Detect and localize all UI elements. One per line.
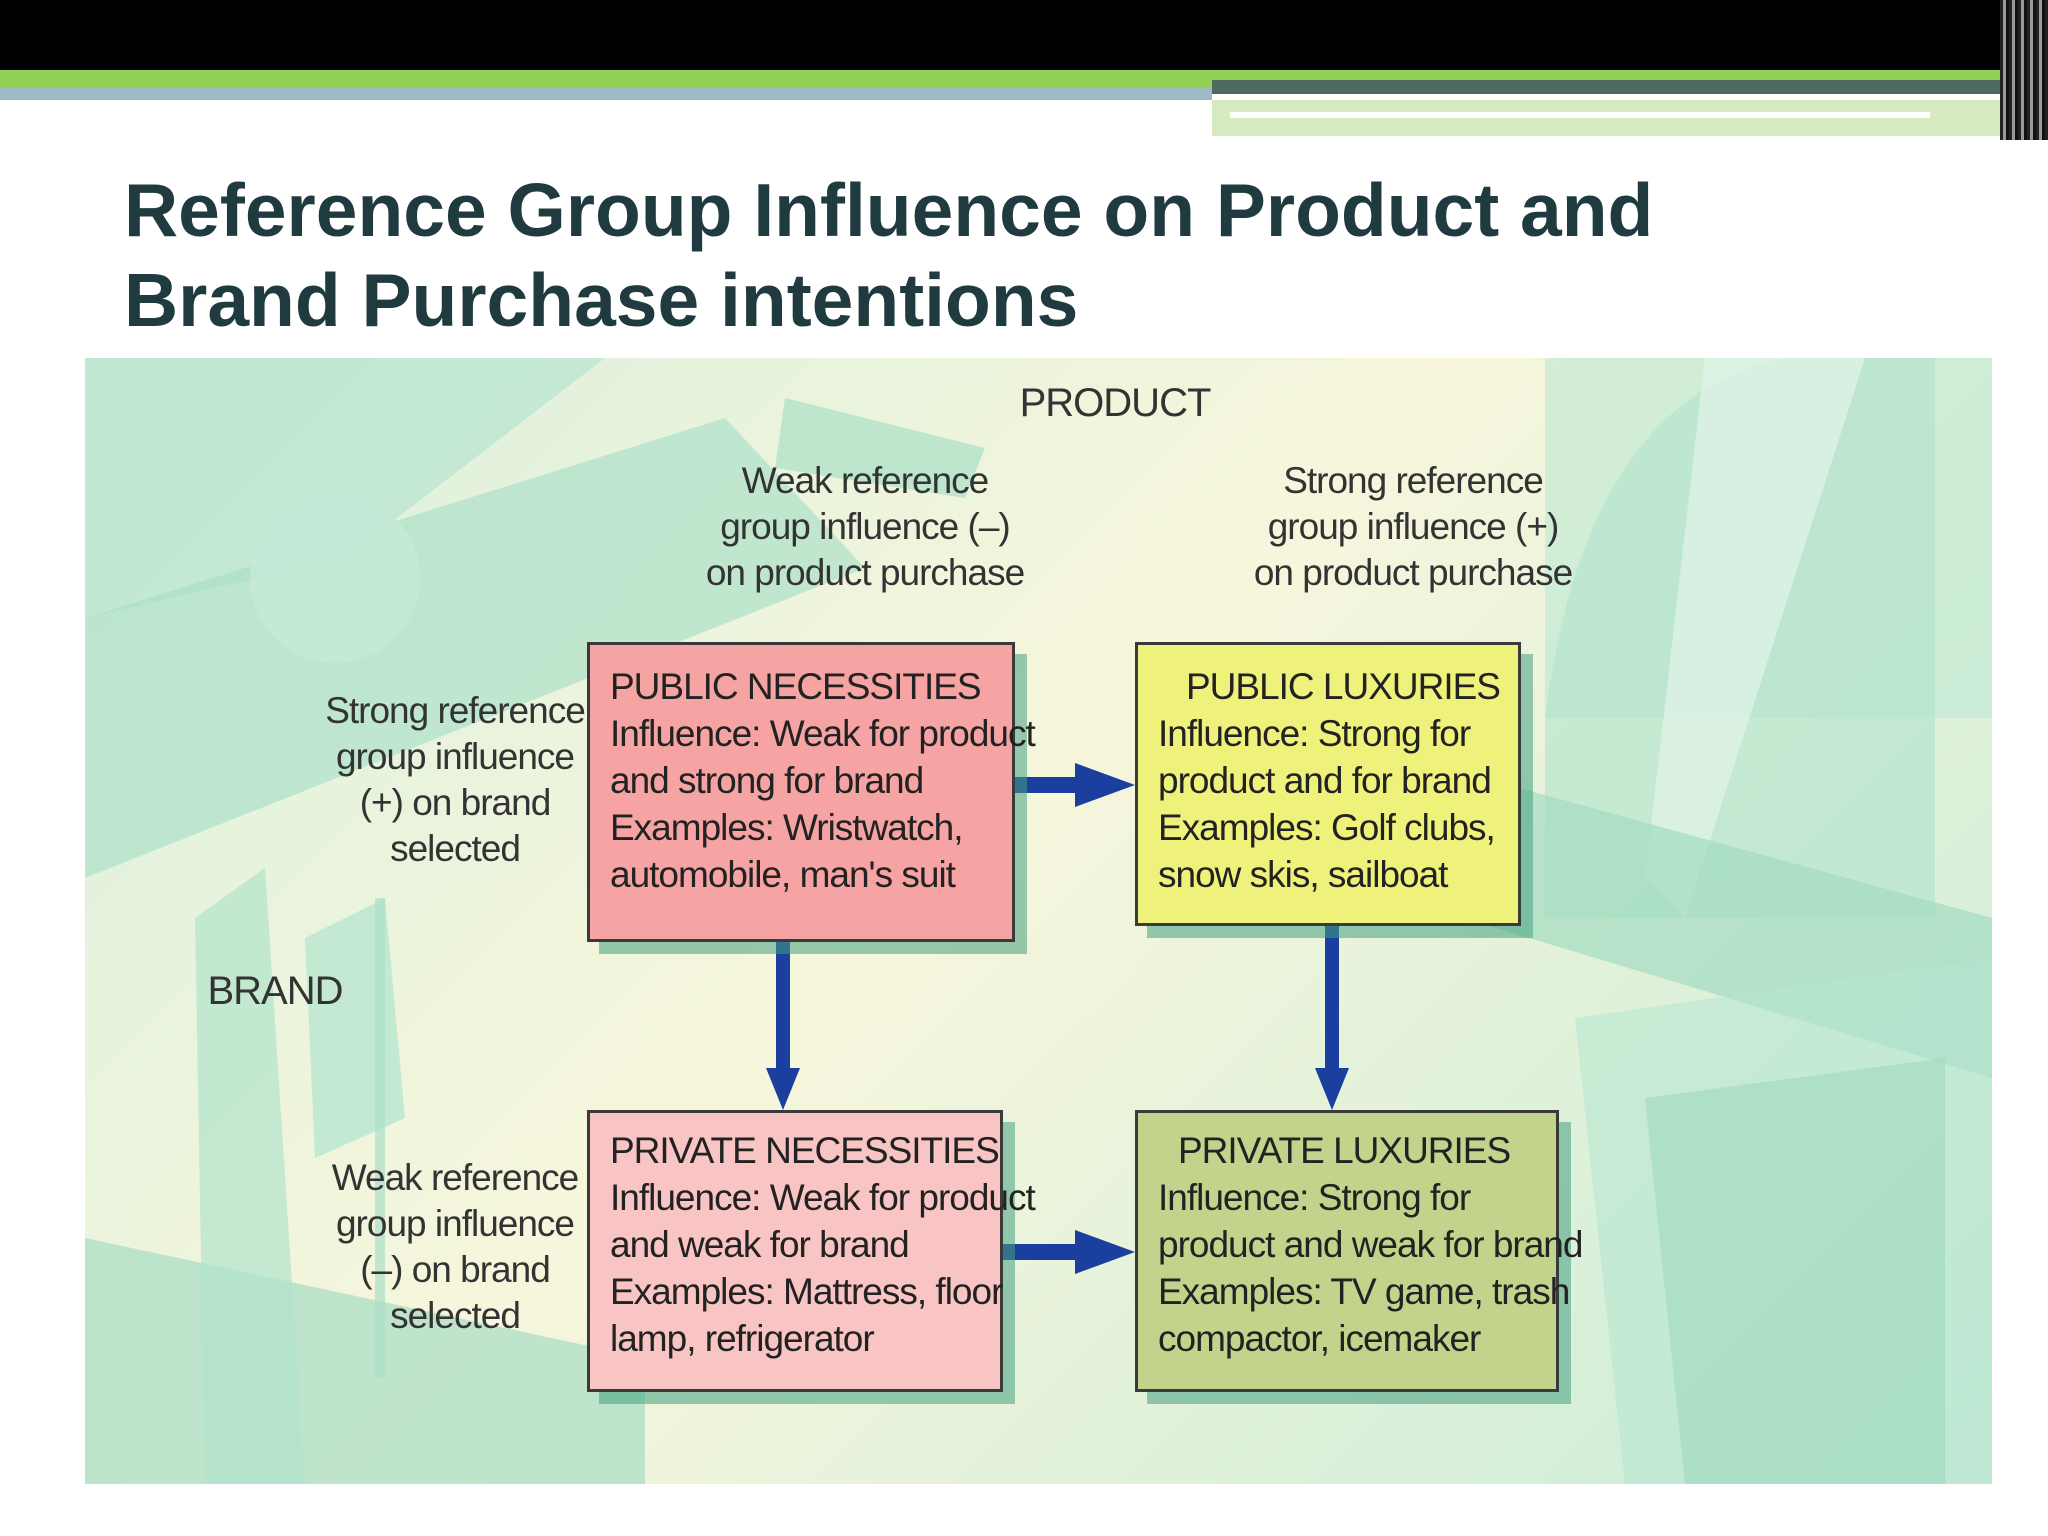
public-luxuries-line-4: snow skis, sailboat <box>1158 854 1448 895</box>
slide-title-line-2: Brand Purchase intentions <box>124 258 1079 342</box>
weak-brand-line-2: group influence <box>335 1203 575 1244</box>
private-luxuries-line-3: Examples: TV game, trash <box>1158 1271 1570 1312</box>
public-luxuries-line-3: Examples: Golf clubs, <box>1158 807 1496 848</box>
weak-brand-influence-label: Weak reference group influence (–) on br… <box>310 1155 600 1339</box>
public-necessities-line-4: automobile, man's suit <box>610 854 956 895</box>
private-luxuries-line-1: Influence: Strong for <box>1158 1177 1471 1218</box>
private-luxuries-title: PRIVATE LUXURIES <box>1178 1130 1511 1171</box>
public-luxuries-line-2: product and for brand <box>1158 760 1492 801</box>
strong-brand-line-4: selected <box>390 828 521 869</box>
strong-brand-line-1: Strong reference <box>325 690 586 731</box>
public-necessities-line-3: Examples: Wristwatch, <box>610 807 964 848</box>
weak-product-line-3: on product purchase <box>705 552 1025 593</box>
slide-title: Reference Group Influence on Product and… <box>124 165 1824 345</box>
top-banner-accent-dark <box>1212 80 2012 94</box>
public-luxuries-title: PUBLIC LUXURIES <box>1186 666 1501 707</box>
weak-product-line-1: Weak reference <box>741 460 990 501</box>
top-banner-blue-stripe <box>0 88 1212 100</box>
private-necessities-line-1: Influence: Weak for product <box>610 1177 1036 1218</box>
public-luxuries-box: PUBLIC LUXURIES Influence: Strong for pr… <box>1135 642 1521 926</box>
top-banner-accent-light <box>1212 100 2012 136</box>
top-banner-accent-line <box>1230 112 1930 118</box>
diagram-background-art <box>85 358 1992 1484</box>
diagram-figure: PRODUCT Weak reference group influence (… <box>85 358 1992 1484</box>
strong-product-line-1: Strong reference <box>1283 460 1544 501</box>
strong-brand-line-2: group influence <box>335 736 575 777</box>
weak-brand-line-3: (–) on brand <box>360 1249 551 1290</box>
strong-brand-line-3: (+) on brand <box>359 782 552 823</box>
private-luxuries-line-2: product and weak for brand <box>1158 1224 1583 1265</box>
private-necessities-box: PRIVATE NECESSITIES Influence: Weak for … <box>587 1110 1036 1392</box>
private-luxuries-line-4: compactor, icemaker <box>1158 1318 1481 1359</box>
weak-brand-line-4: selected <box>390 1295 521 1336</box>
slide-title-line-1: Reference Group Influence on Product and <box>124 168 1654 252</box>
strong-product-line-3: on product purchase <box>1253 552 1573 593</box>
strong-product-influence-label: Strong reference group influence (+) on … <box>1163 458 1663 596</box>
top-banner-black <box>0 0 2048 70</box>
private-necessities-line-4: lamp, refrigerator <box>610 1318 875 1359</box>
private-necessities-line-3: Examples: Mattress, floor <box>610 1271 1003 1312</box>
public-luxuries-line-1: Influence: Strong for <box>1158 713 1471 754</box>
private-necessities-title: PRIVATE NECESSITIES <box>610 1130 1000 1171</box>
product-axis-label: PRODUCT <box>935 380 1295 426</box>
weak-product-influence-label: Weak reference group influence (–) on pr… <box>615 458 1115 596</box>
public-necessities-line-2: and strong for brand <box>610 760 924 801</box>
public-necessities-title: PUBLIC NECESSITIES <box>610 666 982 707</box>
brand-axis-text: BRAND <box>207 969 343 1013</box>
top-banner-edge-stripes <box>2000 0 2048 140</box>
strong-product-line-2: group influence (+) <box>1267 506 1560 547</box>
private-necessities-line-2: and weak for brand <box>610 1224 910 1265</box>
strong-brand-influence-label: Strong reference group influence (+) on … <box>310 688 600 872</box>
public-necessities-box: PUBLIC NECESSITIES Influence: Weak for p… <box>587 642 1036 942</box>
brand-axis-label: BRAND <box>185 968 365 1014</box>
weak-brand-line-1: Weak reference <box>331 1157 580 1198</box>
weak-product-line-2: group influence (–) <box>720 506 1011 547</box>
public-necessities-line-1: Influence: Weak for product <box>610 713 1036 754</box>
product-axis-text: PRODUCT <box>1019 381 1212 425</box>
private-luxuries-box: PRIVATE LUXURIES Influence: Strong for p… <box>1135 1110 1583 1392</box>
